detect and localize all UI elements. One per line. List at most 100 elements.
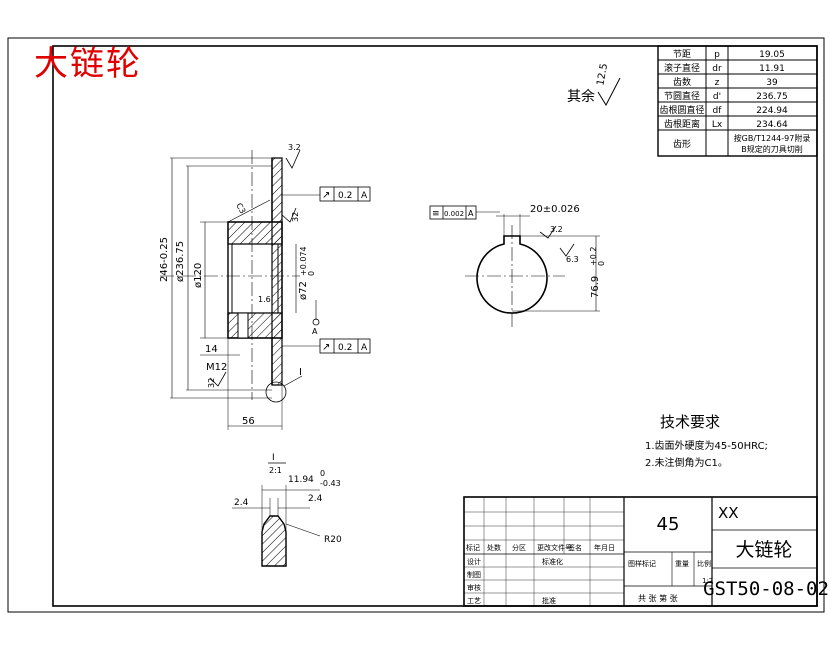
rev-header-4: 签名 [568, 543, 582, 552]
finish-note-prefix: 其余 [567, 88, 595, 105]
material: 45 [657, 514, 680, 535]
bore-tol-upper: +0.074 [299, 246, 308, 276]
end-view [429, 205, 600, 330]
detail-circle [265, 381, 287, 403]
section-view-labels: 246-0.25 ø236.75 ø120 ø72 +0.074 0 14 M1… [159, 143, 368, 427]
dim-outer: 246-0.25 [159, 237, 170, 282]
tooth-rim [271, 157, 283, 386]
runout-tol-top: 0.2 [338, 191, 352, 201]
keyway-depth-tol-upper: +0.2 [589, 247, 598, 266]
roughness-icon [597, 77, 621, 107]
stage-label: 图样标记 [628, 559, 656, 568]
corner-stamp: 大链轮 [34, 44, 142, 84]
param-symbol-1: dr [712, 64, 722, 74]
param-name-2: 齿数 [673, 76, 691, 88]
detail-marker: I [299, 367, 302, 378]
detail-width: 11.94 [288, 475, 314, 485]
detail-view [232, 462, 321, 567]
bore-with-keyway [476, 235, 548, 314]
tech-req-title: 技术要求 [660, 413, 720, 431]
runout-frame-top [319, 186, 371, 202]
param-symbol-5: Lx [712, 120, 723, 130]
dim-hub: ø120 [193, 263, 204, 288]
param-name-1: 滚子直径 [664, 62, 700, 74]
param-value-3: 236.75 [756, 92, 788, 102]
inner-frame [52, 45, 818, 607]
detail-view-labels: I 2:1 11.94 0 -0.43 2.4 2.4 R20 [234, 453, 342, 545]
part-name: 大链轮 [735, 539, 792, 561]
rev-header-0: 标记 [466, 543, 480, 552]
runout-frame-bottom [319, 338, 371, 354]
keyway-width: 20±0.026 [530, 204, 580, 215]
bore-tol-lower: 0 [307, 271, 316, 276]
scale-value: 1:2 [702, 577, 713, 585]
dim-pitch: ø236.75 [175, 241, 186, 282]
detail-dim-right: 2.4 [308, 494, 323, 504]
runout-symbol-bottom: ↗ [322, 342, 330, 353]
param-value-4: 224.94 [756, 106, 788, 116]
detail-radius: R20 [324, 535, 342, 545]
end-view-labels: ≡ 0.002 A 20±0.026 3.2 6.3 76.9 +0.2 0 [432, 204, 606, 298]
drawing-number: GST50-08-02 [703, 578, 829, 600]
person-row-0: 设计 [467, 557, 481, 566]
keyway-roughness2: 6.3 [566, 255, 579, 264]
param-value-5: 234.64 [756, 120, 788, 130]
param-name-6: 齿形 [673, 138, 691, 150]
runout-symbol-top: ↗ [322, 190, 330, 201]
ratio-label: 比例 [697, 559, 711, 568]
roughness-16: 1.6 [258, 295, 271, 304]
keyway-depth: 76.9 [590, 276, 601, 298]
param-value-6: 按GB/T1244-97附录 [734, 133, 811, 143]
detail-scale: 2:1 [269, 466, 282, 475]
outer-frame [7, 37, 825, 613]
company: XX [718, 504, 739, 522]
param-value-2: 39 [766, 78, 778, 88]
surface-finish-note: 其余 12.5 [567, 63, 621, 107]
rev-header-1: 处数 [487, 543, 501, 552]
symmetry-symbol: ≡ [432, 209, 440, 219]
datum-circle-icon [312, 318, 320, 326]
param-name-5: 齿根距离 [664, 118, 700, 130]
param-symbol-3: d' [713, 92, 721, 102]
person-row-1: 制图 [467, 570, 481, 579]
finish-note-value: 12.5 [595, 63, 610, 87]
section-view [160, 149, 371, 430]
param-value-6b: B规定的刀具切削 [741, 144, 803, 154]
rev-header-2: 分区 [512, 543, 526, 552]
technical-requirements: 技术要求 1.齿面外硬度为45-50HRC; 2.未注倒角为C1。 [645, 413, 768, 469]
param-symbol-2: z [715, 78, 720, 88]
keyway-roughness: 3.2 [550, 225, 563, 234]
person-row-2: 审核 [467, 583, 481, 592]
roughness-32-right: 32 [291, 212, 300, 222]
approve-label: 批准 [542, 596, 556, 605]
param-name-0: 节距 [673, 49, 691, 60]
param-value-1: 11.91 [759, 64, 785, 74]
param-value-0: 19.05 [759, 50, 785, 60]
parameter-table: 节距 p 19.05 滚子直径 dr 11.91 齿数 z 39 节圆直径 d'… [657, 45, 818, 157]
detail-width-tol-upper: 0 [320, 469, 325, 478]
runout-tol-bottom: 0.2 [338, 343, 352, 353]
param-name-3: 节圆直径 [664, 90, 700, 102]
rev-header-5: 年月日 [594, 543, 615, 552]
weight-label: 重量 [675, 560, 689, 568]
detail-dim-left: 2.4 [234, 498, 249, 508]
tech-req-item-2: 2.未注倒角为C1。 [645, 456, 728, 469]
sheet-text: 共 张 第 张 [638, 593, 678, 603]
dim-14: 14 [205, 344, 218, 355]
param-symbol-0: p [714, 50, 720, 60]
runout-datum-bottom: A [361, 343, 368, 353]
symmetry-datum: A [468, 209, 474, 218]
hub-outline [227, 221, 283, 339]
dim-bore: ø72 [298, 281, 309, 300]
keyway-depth-tol-lower: 0 [597, 261, 606, 266]
dim-56: 56 [242, 416, 255, 427]
title-block [463, 496, 818, 607]
symmetry-tol: 0.002 [444, 210, 464, 218]
detail-width-tol-lower: -0.43 [320, 479, 341, 488]
dim-m12: M12 [206, 362, 227, 373]
tooth-profile [261, 515, 287, 567]
param-symbol-4: df [713, 106, 723, 116]
roughness-32-top: 3.2 [288, 143, 301, 152]
